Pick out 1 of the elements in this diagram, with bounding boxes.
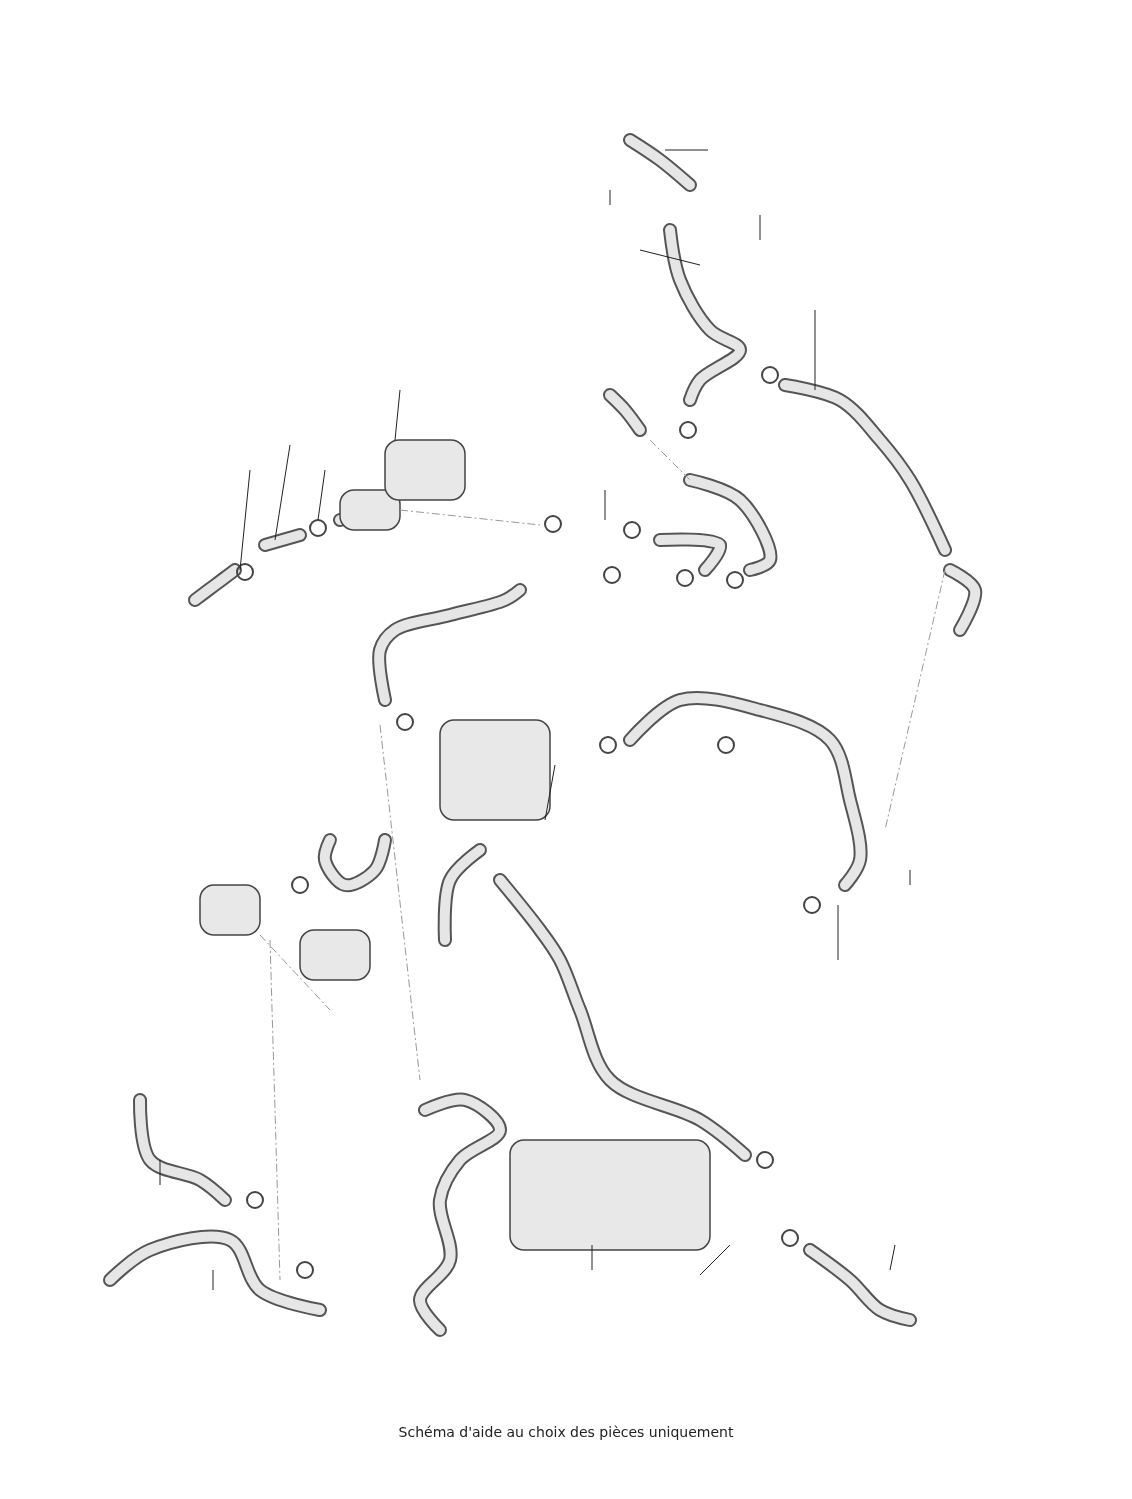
caption: Schéma d'aide au choix des pièces uniquement (398, 1424, 734, 1440)
